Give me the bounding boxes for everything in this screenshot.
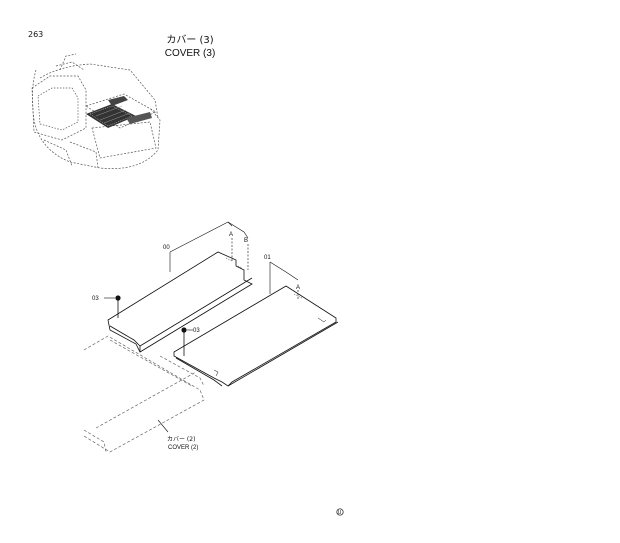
footer-mark-letter: U bbox=[338, 510, 342, 516]
callout-03-right: 03 bbox=[193, 328, 200, 334]
highlighted-cover-area bbox=[86, 96, 152, 128]
ref-mark-b: B bbox=[244, 238, 248, 244]
title-block: カバー (3) COVER (3) bbox=[135, 34, 245, 60]
footer-mark: U bbox=[336, 508, 344, 516]
callout-00: 00 bbox=[163, 245, 170, 251]
plate-01-holes bbox=[213, 293, 327, 377]
plate-00-holes bbox=[225, 257, 243, 269]
callout-00-leader bbox=[169, 221, 249, 272]
cover-plate-00 bbox=[107, 251, 253, 353]
ref-mark-a-right: A bbox=[296, 285, 300, 291]
bolt-03-right bbox=[181, 327, 193, 356]
page-number: 263 bbox=[28, 30, 44, 39]
machine-location-thumbnail bbox=[31, 53, 161, 169]
cover-2-label-jp: カバー (2) bbox=[167, 436, 195, 443]
ref-mark-a-left: A bbox=[229, 232, 233, 238]
cover-2-leader-line bbox=[157, 419, 169, 433]
callout-01-leader bbox=[269, 261, 299, 300]
callout-03-left: 03 bbox=[92, 296, 99, 302]
cover-2-label-en: COVER (2) bbox=[168, 445, 198, 451]
page-title-jp: カバー (3) bbox=[166, 35, 214, 46]
cover-plate-01 bbox=[173, 285, 339, 387]
callout-01: 01 bbox=[264, 255, 271, 261]
cover-2-reference-outline bbox=[83, 335, 205, 453]
bolt-03-left bbox=[104, 295, 121, 318]
page-title-en: COVER (3) bbox=[164, 48, 216, 59]
